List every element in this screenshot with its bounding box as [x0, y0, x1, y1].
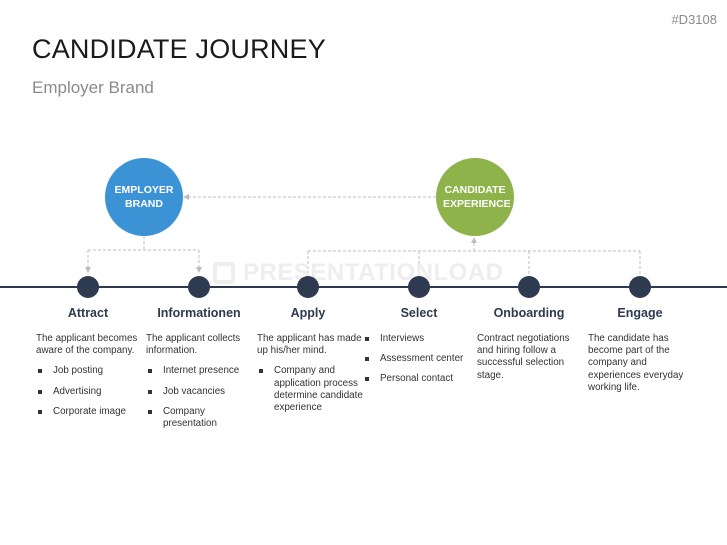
- list-item: Company presentation: [146, 406, 254, 430]
- stage-column-attract: The applicant becomes aware of the compa…: [36, 333, 144, 426]
- stage-description: The applicant has made up his/her mind.: [257, 333, 362, 357]
- stage-title-attract: Attract: [67, 306, 109, 320]
- slide-title: CANDIDATE JOURNEY: [32, 34, 326, 64]
- list-item: Interviews: [363, 333, 471, 345]
- stage-column-apply: The applicant has made up his/her mind. …: [257, 333, 365, 422]
- stage-column-engage: The candidate has become part of the com…: [588, 333, 692, 402]
- list-item: Job vacancies: [146, 386, 254, 398]
- stage-description: The candidate has become part of the com…: [588, 333, 684, 393]
- stage-description: The applicant collects information.: [146, 333, 241, 357]
- list-item: Assessment center: [363, 353, 471, 365]
- employer-brand-label: EMPLOYER BRAND: [114, 184, 174, 210]
- stage-description: Contract negotiations and hiring follow …: [477, 333, 570, 381]
- list-item: Advertising: [36, 386, 144, 398]
- stage-title-engage: Engage: [617, 306, 663, 320]
- stage-title-onboarding: Onboarding: [493, 306, 565, 320]
- stage-dot-informationen: [188, 276, 210, 298]
- stage-dot-engage: [629, 276, 651, 298]
- stage-dot-select: [408, 276, 430, 298]
- stage-dot-apply: [297, 276, 319, 298]
- list-item: Company and application process determin…: [257, 365, 365, 414]
- stage-dot-onboarding: [518, 276, 540, 298]
- slide-code: #D3108: [671, 12, 717, 27]
- candidate-experience-label: CANDIDATE EXPERIENCE: [443, 184, 511, 210]
- stage-column-select: Interviews Assessment center Personal co…: [363, 333, 471, 394]
- list-item: Personal contact: [363, 373, 471, 385]
- list-item: Corporate image: [36, 406, 144, 418]
- list-item: Internet presence: [146, 365, 254, 377]
- slide-subtitle: Employer Brand: [32, 78, 154, 97]
- list-item: Job posting: [36, 365, 144, 377]
- stage-description: The applicant becomes aware of the compa…: [36, 333, 138, 357]
- stage-title-select: Select: [400, 306, 438, 320]
- stage-title-informationen: Informationen: [157, 306, 241, 320]
- stage-title-apply: Apply: [290, 306, 326, 320]
- candidate-experience-circle: CANDIDATE EXPERIENCE: [436, 158, 514, 236]
- stage-dot-attract: [77, 276, 99, 298]
- watermark: PRESENTATIONLOAD: [213, 259, 503, 287]
- watermark-logo-icon: [213, 262, 235, 284]
- stage-column-onboarding: Contract negotiations and hiring follow …: [477, 333, 581, 390]
- watermark-text: PRESENTATIONLOAD: [243, 259, 504, 286]
- timeline-line: [0, 286, 727, 288]
- employer-brand-circle: EMPLOYER BRAND: [105, 158, 183, 236]
- stage-column-informationen: The applicant collects information. Inte…: [146, 333, 254, 438]
